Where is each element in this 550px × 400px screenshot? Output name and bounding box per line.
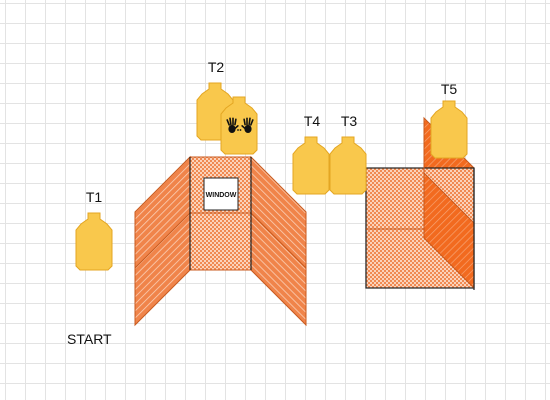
left-angled-wall-seam [134,212,191,269]
left-structure: WINDOW [134,155,307,327]
target-silhouette [329,136,367,195]
target-label-t2: T2 [208,59,225,75]
window-label: WINDOW [206,192,237,199]
hostage-target [220,96,258,155]
right-angled-wall-seam [250,212,307,269]
start-label: START [67,331,112,347]
target-label-t5: T5 [441,81,458,97]
target-label-t3: T3 [341,113,358,129]
target-label-t4: T4 [304,113,321,129]
target-t4: T4 [292,113,330,195]
target-t1: T1 [75,189,113,271]
window [203,177,239,211]
target-silhouette [292,136,330,195]
target-t5: T5 [430,81,468,159]
target-label-t1: T1 [86,189,103,205]
target-t3: T3 [329,113,367,195]
right-structure [365,116,475,290]
target-silhouette [75,212,113,271]
target-silhouette [430,100,468,159]
hand-print-icon [226,117,254,133]
target-silhouette [220,96,258,155]
